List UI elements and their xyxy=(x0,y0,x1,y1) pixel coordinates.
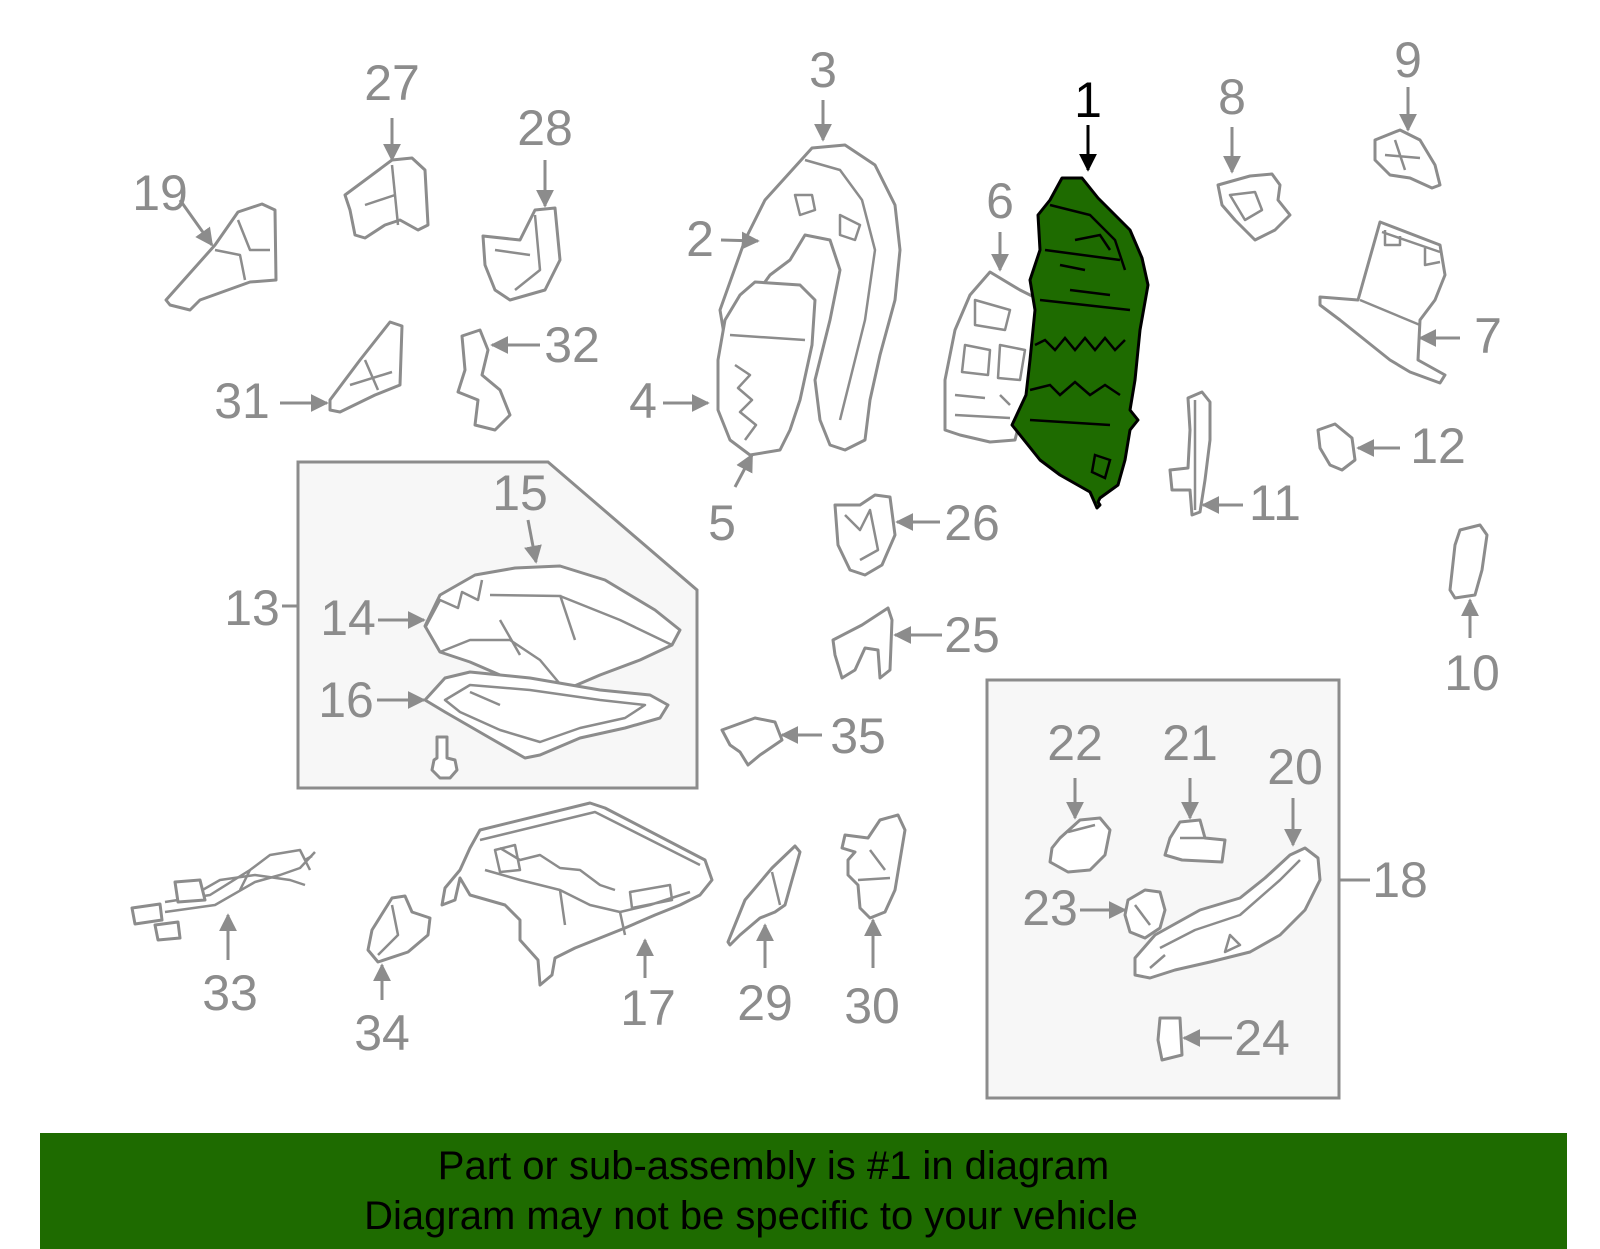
part-25[interactable] xyxy=(831,606,894,680)
part-31[interactable] xyxy=(328,320,404,414)
callout-27[interactable]: 27 xyxy=(364,55,420,111)
leader-lines xyxy=(178,87,1479,1047)
part-33[interactable] xyxy=(130,848,316,942)
callout-11[interactable]: 11 xyxy=(1249,475,1301,531)
part-30[interactable] xyxy=(840,813,907,920)
callout-24[interactable]: 24 xyxy=(1234,1010,1290,1066)
part-14[interactable] xyxy=(423,564,682,697)
callout-23[interactable]: 23 xyxy=(1022,880,1078,936)
callout-29[interactable]: 29 xyxy=(737,975,793,1031)
part-1[interactable] xyxy=(1010,176,1150,510)
callout-5[interactable]: 5 xyxy=(708,495,736,551)
callout-28[interactable]: 28 xyxy=(517,100,573,156)
callout-1[interactable]: 1 xyxy=(1074,72,1102,128)
part-24[interactable] xyxy=(1156,1016,1184,1062)
part-20[interactable] xyxy=(1133,846,1322,980)
part-10[interactable] xyxy=(1448,523,1489,600)
info-banner: Part or sub-assembly is #1 in diagram Di… xyxy=(40,1133,1567,1249)
part-19[interactable] xyxy=(164,202,278,312)
part-17[interactable] xyxy=(440,801,714,987)
part-34[interactable] xyxy=(366,894,432,964)
part-22[interactable] xyxy=(1048,816,1112,874)
part-11[interactable] xyxy=(1168,390,1212,517)
callout-labels: 1 2 3 4 5 6 7 8 9 10 11 12 13 14 15 16 1… xyxy=(132,32,1502,1066)
callout-32[interactable]: 32 xyxy=(544,317,600,373)
callout-12[interactable]: 12 xyxy=(1410,418,1466,474)
part-12[interactable] xyxy=(1316,422,1357,472)
callout-30[interactable]: 30 xyxy=(844,978,900,1034)
callout-18[interactable]: 18 xyxy=(1372,852,1428,908)
part-26[interactable] xyxy=(833,493,897,577)
callout-34[interactable]: 34 xyxy=(354,1005,410,1061)
callout-10[interactable]: 10 xyxy=(1444,645,1500,701)
callout-13[interactable]: 13 xyxy=(224,580,280,636)
callout-33[interactable]: 33 xyxy=(202,965,258,1021)
part-32[interactable] xyxy=(456,328,512,432)
callout-16[interactable]: 16 xyxy=(318,672,374,728)
part-28[interactable] xyxy=(481,206,562,302)
callout-31[interactable]: 31 xyxy=(214,373,270,429)
part-16[interactable] xyxy=(423,670,670,760)
callout-14[interactable]: 14 xyxy=(320,590,376,646)
callout-15[interactable]: 15 xyxy=(492,465,548,521)
callout-35[interactable]: 35 xyxy=(830,708,886,764)
part-27[interactable] xyxy=(343,156,430,240)
callout-8[interactable]: 8 xyxy=(1218,69,1246,125)
callout-26[interactable]: 26 xyxy=(944,495,1000,551)
part-8[interactable] xyxy=(1216,172,1292,242)
callout-7[interactable]: 7 xyxy=(1474,308,1502,364)
part-35[interactable] xyxy=(720,716,784,767)
callout-25[interactable]: 25 xyxy=(944,607,1000,663)
callout-17[interactable]: 17 xyxy=(620,980,676,1036)
part-6[interactable] xyxy=(943,270,1042,444)
callout-9[interactable]: 9 xyxy=(1394,32,1422,88)
part-21[interactable] xyxy=(1163,818,1227,864)
callout-3[interactable]: 3 xyxy=(809,42,837,98)
callout-4[interactable]: 4 xyxy=(629,373,657,429)
callout-20[interactable]: 20 xyxy=(1267,739,1323,795)
banner-line-2: Diagram may not be specific to your vehi… xyxy=(364,1194,1138,1238)
part-23[interactable] xyxy=(1123,888,1167,940)
callout-19[interactable]: 19 xyxy=(132,165,188,221)
part-7[interactable] xyxy=(1318,220,1447,385)
part-29[interactable] xyxy=(726,844,802,947)
callout-6[interactable]: 6 xyxy=(986,173,1014,229)
banner-line-1: Part or sub-assembly is #1 in diagram xyxy=(437,1144,1110,1188)
callout-2[interactable]: 2 xyxy=(686,211,714,267)
part-4[interactable] xyxy=(716,280,817,457)
bolt[interactable] xyxy=(430,735,459,780)
callout-21[interactable]: 21 xyxy=(1162,715,1218,771)
part-9[interactable] xyxy=(1373,128,1442,190)
callout-22[interactable]: 22 xyxy=(1047,715,1103,771)
